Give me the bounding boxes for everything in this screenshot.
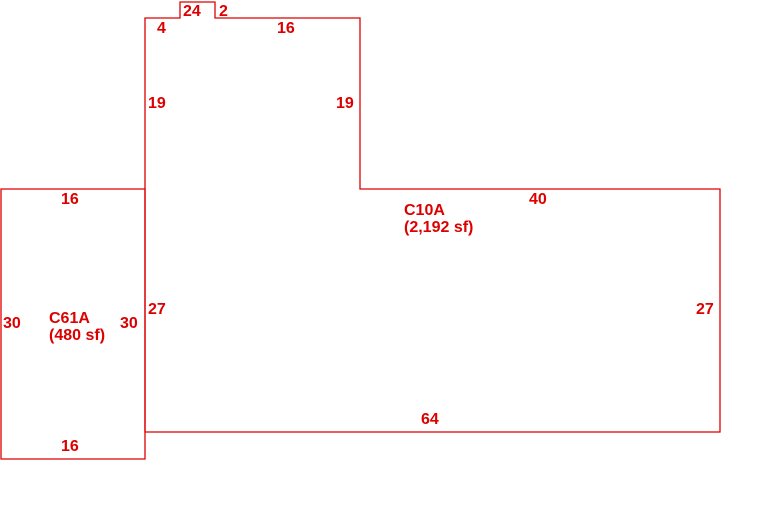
dimension-annex-bottom: 16	[61, 438, 79, 455]
dimension-upper-right: 19	[336, 95, 354, 112]
main-area-code: C10A	[404, 202, 445, 219]
dimension-notch-top: 24	[183, 3, 201, 20]
dimension-notch-right: 2	[219, 3, 228, 20]
dimension-notch-left: 4	[157, 20, 166, 37]
dimension-main-left: 27	[148, 301, 166, 318]
dimension-upper-left: 19	[148, 95, 166, 112]
annex-area-size: (480 sf)	[49, 327, 106, 344]
annex-area-code: C61A	[49, 310, 90, 327]
dimension-main-right: 27	[696, 301, 714, 318]
main-area-size: (2,192 sf)	[404, 219, 474, 236]
dimension-upper-top: 16	[277, 20, 295, 37]
dimension-main-top: 40	[529, 191, 547, 208]
dimension-annex-left: 30	[3, 315, 21, 332]
main-area-outline	[144, 1, 721, 433]
dimension-annex-top: 16	[61, 191, 79, 208]
dimension-main-bottom: 64	[421, 411, 439, 428]
dimension-annex-right: 30	[120, 315, 138, 332]
annex-area-outline	[0, 188, 146, 460]
